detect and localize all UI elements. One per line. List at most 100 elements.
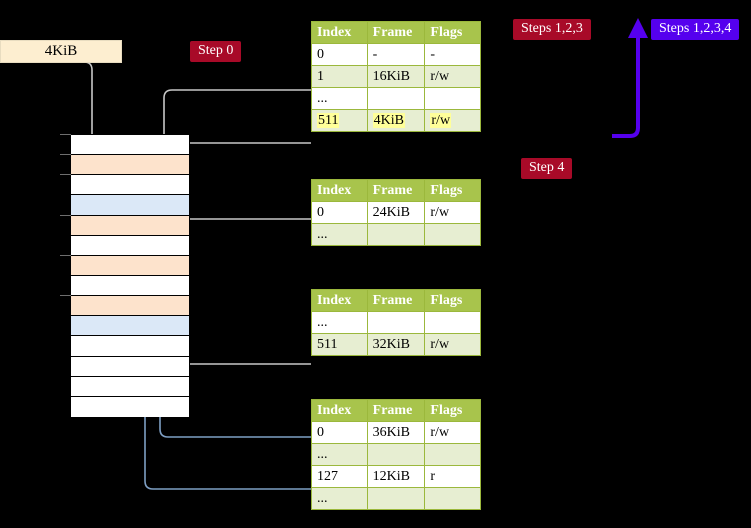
highlighted-value: 511	[317, 112, 340, 128]
memory-row	[71, 235, 189, 256]
table-cell: 0	[311, 421, 368, 444]
highlighted-value: r/w	[430, 112, 452, 128]
column-header-flags: Flags	[424, 289, 481, 312]
table-cell: ...	[311, 487, 368, 510]
step-0-label: Step 0	[198, 43, 234, 58]
table-cell: ...	[311, 311, 368, 334]
column-header-flags: Flags	[424, 399, 481, 422]
highlighted-value: 4KiB	[372, 112, 405, 128]
table-cell: 127	[311, 465, 368, 488]
memory-row	[71, 135, 189, 156]
table-cell	[424, 487, 481, 510]
memory-row-tick	[60, 134, 71, 135]
memory-row	[71, 376, 189, 397]
table-cell: 4KiB	[366, 109, 426, 132]
column-header-frame: Frame	[366, 289, 426, 312]
table-row: ...	[311, 443, 481, 466]
table-cell: 1	[311, 65, 368, 88]
table-cell: 0	[311, 201, 368, 224]
memory-row	[71, 296, 189, 317]
column-header-index: Index	[311, 21, 368, 44]
memory-row	[71, 276, 189, 297]
table-cell: 32KiB	[366, 333, 426, 356]
table-cell	[424, 311, 481, 334]
memory-row-tick	[60, 174, 71, 176]
table-cell	[366, 311, 426, 334]
memory-row	[71, 155, 189, 176]
memory-row	[71, 255, 189, 276]
table-cell: ...	[311, 443, 368, 466]
steps-1234-arrow	[612, 18, 648, 138]
step-0-badge: Step 0	[190, 41, 242, 62]
table-row: ...	[311, 487, 481, 510]
table-cell: -	[424, 43, 481, 66]
memory-row-tick	[60, 154, 71, 156]
table-cell: 16KiB	[366, 65, 426, 88]
step-4-label: Step 4	[529, 160, 565, 175]
table-cell: 12KiB	[366, 465, 426, 488]
table-cell: 36KiB	[366, 421, 426, 444]
steps-123-badge: Steps 1,2,3	[513, 19, 591, 40]
memory-row	[71, 316, 189, 337]
table-cell: -	[366, 43, 426, 66]
column-header-frame: Frame	[366, 21, 426, 44]
steps-1234-label: Steps 1,2,3,4	[659, 21, 732, 36]
table-row: 511 4KiB r/w	[311, 109, 481, 132]
steps-123-label: Steps 1,2,3	[521, 21, 583, 36]
table-cell: r/w	[424, 421, 481, 444]
table-row: ...	[311, 223, 481, 246]
memory-row-tick	[60, 214, 71, 216]
table-cell: ...	[311, 87, 368, 110]
connector-pd-to-memory	[170, 308, 311, 365]
column-header-frame: Frame	[366, 399, 426, 422]
column-header-index: Index	[311, 399, 368, 422]
table-cell	[366, 87, 426, 110]
table-row: ...	[311, 87, 481, 110]
table-row: 0--	[311, 43, 481, 66]
table-cell: 0	[311, 43, 368, 66]
table-cell	[366, 443, 426, 466]
table-cell: r/w	[424, 109, 481, 132]
steps-1234-badge: Steps 1,2,3,4	[651, 19, 740, 40]
table-cell: r	[424, 465, 481, 488]
column-header-index: Index	[311, 179, 368, 202]
memory-row	[71, 195, 189, 216]
step-4-badge: Step 4	[521, 158, 573, 179]
table-cell: r/w	[424, 201, 481, 224]
table-cell: 511	[311, 333, 368, 356]
memory-row	[71, 336, 189, 357]
memory-row-tick	[60, 295, 71, 297]
column-header-index: Index	[311, 289, 368, 312]
table-cell: 24KiB	[366, 201, 426, 224]
kib-box-label: 4KiB	[44, 43, 78, 59]
table-cell: ...	[311, 223, 368, 246]
table-cell	[424, 223, 481, 246]
table-cell: r/w	[424, 333, 481, 356]
memory-row-tick	[60, 254, 71, 256]
table-cell	[424, 87, 481, 110]
table-row: ...	[311, 311, 481, 334]
memory-row	[71, 396, 189, 417]
column-header-frame: Frame	[366, 179, 426, 202]
table-cell	[366, 487, 426, 510]
memory-row	[71, 215, 189, 236]
memory-row	[71, 356, 189, 377]
memory-grid	[70, 134, 190, 417]
memory-row	[71, 175, 189, 196]
table-cell	[366, 223, 426, 246]
table-cell: r/w	[424, 65, 481, 88]
table-cell: 511	[311, 109, 368, 132]
table-cell	[424, 443, 481, 466]
column-header-flags: Flags	[424, 179, 481, 202]
column-header-flags: Flags	[424, 21, 481, 44]
